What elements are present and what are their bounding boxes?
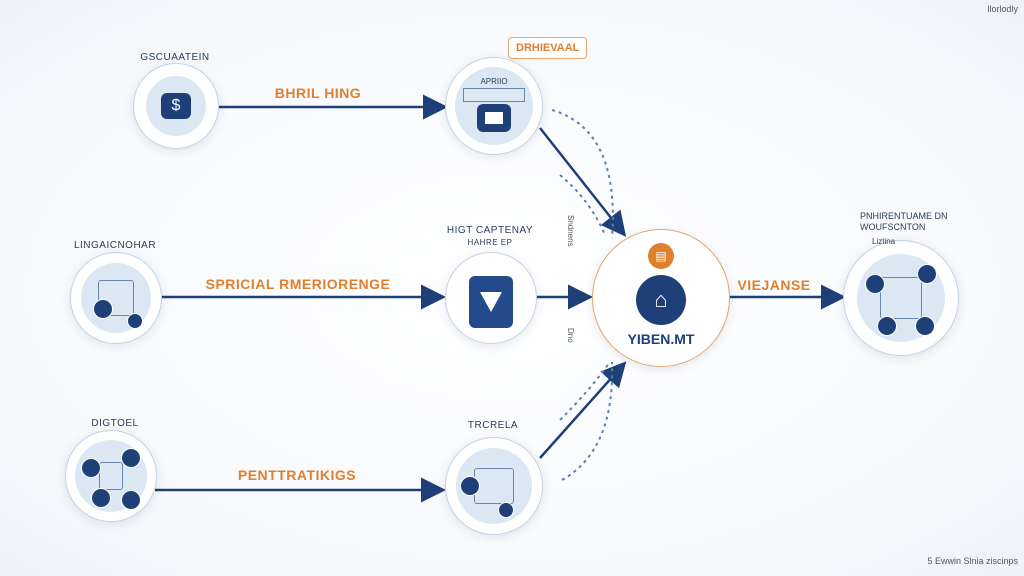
output-sub-label: Liztina [872,237,896,246]
node-label-n4-line2: HAHRE EP [467,238,513,247]
node-dot-icon [460,476,480,496]
gear-icon [93,299,113,319]
hub-node[interactable]: ▤ ⌂ YIBEN.MT [592,229,730,367]
corner-text-bottom: 5 Ewwin Slnia ziscinps [927,556,1018,566]
screens-icon [474,468,514,504]
node-n1[interactable]: $ [133,63,219,149]
corner-text-top: llorlodly [987,4,1018,14]
node-n3[interactable] [70,252,162,344]
house-icon: ⌂ [636,275,686,325]
node-dot-icon [91,488,111,508]
box-icon: ▤ [648,243,674,269]
node-dot-icon [498,502,514,518]
device-icon [99,462,123,490]
node-label-n1: GSCUAATEIN [140,52,210,63]
arrow-n6-hub [539,361,627,459]
monitor-icon [477,103,511,132]
edge-label-e2: SPRICIAL RMERIORENGE [205,276,391,292]
node-label-n4-line1: HIGT CAPTENAY [446,225,534,236]
node-dot-icon [81,458,101,478]
output-title-line2: WOUFSCNTON [860,222,926,232]
output-title-line1: PNHIRENTUAME DN [860,211,948,221]
node-dot-icon [121,448,141,468]
dashed-curve [559,174,606,236]
node-dot-icon [865,274,885,294]
edge-label-e3: PENTTRATIKIGS [237,467,357,483]
node-dot-icon [917,264,937,284]
side-note-lower: Dno [566,328,575,343]
node-label-n3: LINGAICNOHAR [73,240,157,251]
output-node[interactable]: Liztina [843,237,959,356]
node-label-n2: APRIIO [480,76,508,86]
node-dot-icon [121,490,141,510]
funnel-monitor-icon [469,276,513,328]
side-note-upper: Sndnens [566,215,575,247]
output-title: PNHIRENTUAME DN WOUFSCNTON [860,211,948,233]
dashed-curve [561,361,614,481]
hub-label: YIBEN.MT [627,331,695,347]
node-dot-icon [915,316,935,336]
node-dot-icon [877,316,897,336]
node-label-n6: TRCRELA [467,420,519,431]
node-n5[interactable] [65,430,157,522]
edge-label-e1: BHRIL HING [274,85,362,101]
dashed-curve [551,109,614,239]
arrow-n2-hub [539,127,627,237]
node-n4[interactable] [445,252,537,344]
edge-label-e4: VIEJANSE [737,277,811,293]
callout-badge: DRHIEVAAL [508,37,588,59]
node-n2[interactable]: APRIIO [445,57,543,155]
network-icon [880,277,922,319]
support-icon [127,313,143,329]
briefcase-dollar-icon: $ [161,93,191,119]
node-label-n5: DIGTOEL [91,418,139,429]
documents-icon [98,280,134,316]
node-n6[interactable] [445,437,543,535]
table-icon [463,87,525,102]
dashed-curve [559,361,611,421]
